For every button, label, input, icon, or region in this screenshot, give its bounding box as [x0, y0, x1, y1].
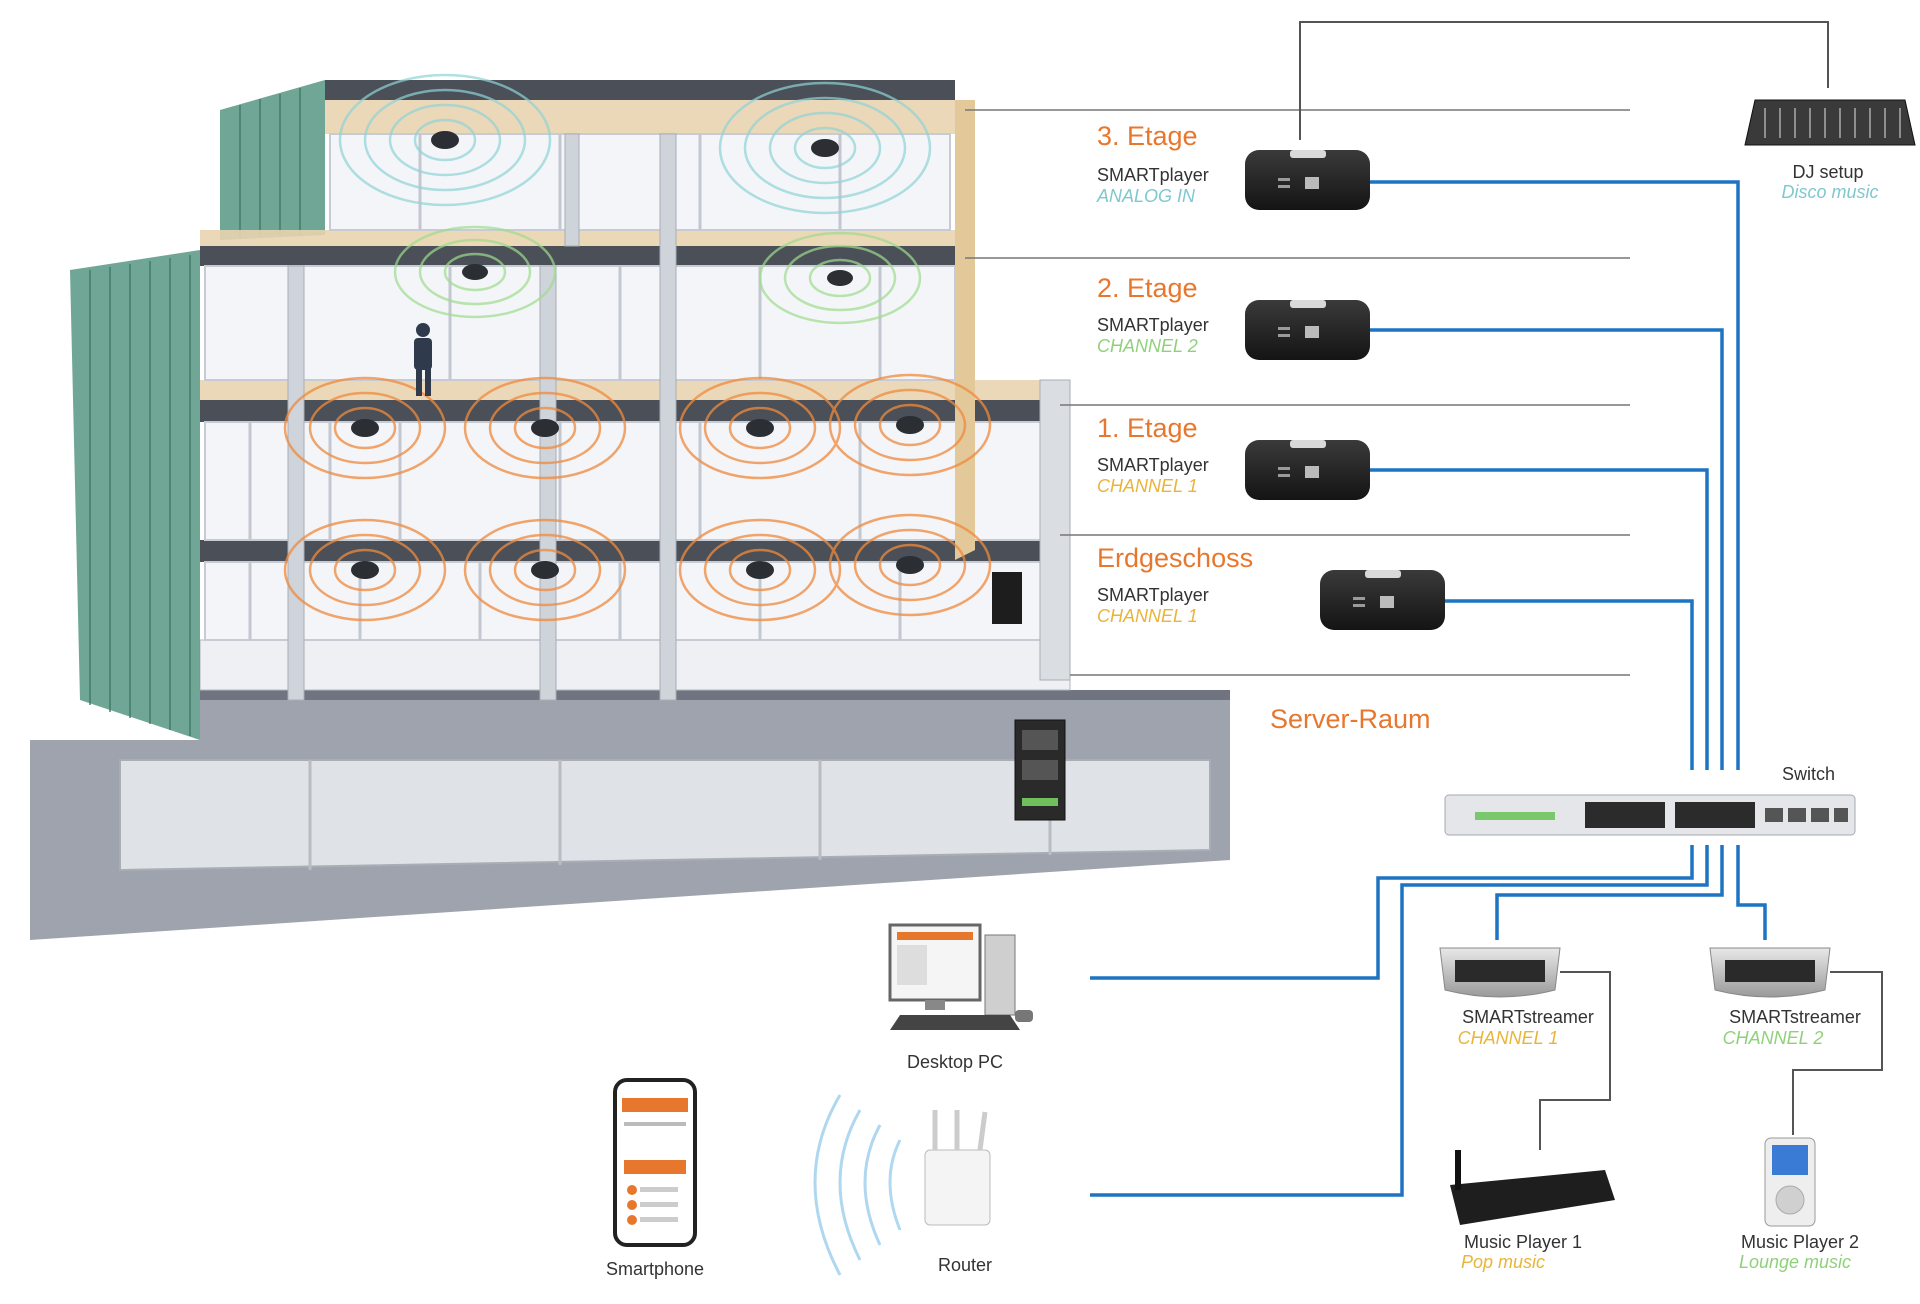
desktop-pc-label: Desktop PC: [907, 1052, 1003, 1072]
streamer-2-name: SMARTstreamer: [1729, 1007, 1861, 1027]
speaker-icon: [462, 264, 488, 280]
speaker-icon: [351, 561, 379, 579]
router-label: Router: [938, 1255, 992, 1275]
music-player-1-desc: Pop music: [1461, 1252, 1545, 1272]
speaker-waves-erdgeschoss: [283, 513, 992, 622]
svg-text:SMARTplayer: SMARTplayer: [1097, 315, 1209, 335]
streamer-icon: [1439, 947, 1561, 998]
svg-text:CHANNEL 2: CHANNEL 2: [1097, 336, 1198, 356]
speaker-icon: [531, 561, 559, 579]
server-rack-icon: [1014, 719, 1066, 821]
smartplayer-icon: [1245, 150, 1370, 210]
floor-label-erdgeschoss: Erdgeschoss SMARTplayer CHANNEL 1: [1097, 543, 1253, 626]
music-player-2-desc: Lounge music: [1739, 1252, 1851, 1272]
speaker-icon: [351, 419, 379, 437]
smartphone-icon: [613, 1078, 697, 1247]
speaker-waves-2-etage: [393, 225, 922, 325]
floor-label-2-etage: 2. Etage SMARTplayer CHANNEL 2: [1097, 273, 1209, 356]
green-facade-left: [70, 250, 200, 740]
smartplayer-icon: [1245, 440, 1370, 500]
desktop-pc-icon: [888, 923, 1033, 1030]
wall-speaker-icon: [992, 572, 1022, 624]
speaker-waves-1-etage: [283, 373, 992, 480]
floor-label-1-etage: 1. Etage SMARTplayer CHANNEL 1: [1097, 413, 1209, 496]
speaker-icon: [431, 131, 459, 149]
smartplayer-icon: [1320, 570, 1445, 630]
speaker-icon: [811, 139, 839, 157]
svg-text:2. Etage: 2. Etage: [1097, 273, 1198, 303]
svg-text:ANALOG IN: ANALOG IN: [1096, 186, 1196, 206]
music-player-icon: [1450, 1150, 1615, 1225]
building-cutaway: [30, 73, 1230, 940]
streamer-icon: [1709, 947, 1831, 998]
green-facade-top: [220, 80, 325, 240]
svg-text:SMARTplayer: SMARTplayer: [1097, 585, 1209, 605]
streamer-1-name: SMARTstreamer: [1462, 1007, 1594, 1027]
speaker-icon: [746, 419, 774, 437]
svg-text:CHANNEL 1: CHANNEL 1: [1097, 606, 1198, 626]
svg-text:1. Etage: 1. Etage: [1097, 413, 1198, 443]
smartphone-label: Smartphone: [606, 1259, 704, 1279]
server-room-label: Server-Raum: [1270, 704, 1431, 734]
speaker-icon: [531, 419, 559, 437]
smartplayer-icon: [1245, 300, 1370, 360]
network-switch-icon: [1444, 794, 1856, 836]
dj-setup-desc: Disco music: [1781, 182, 1878, 202]
audio-cables: [1299, 21, 1883, 1150]
speaker-icon: [896, 556, 924, 574]
router-icon: [813, 1094, 991, 1276]
speaker-icon: [746, 561, 774, 579]
music-player-1-name: Music Player 1: [1464, 1232, 1582, 1252]
svg-text:SMARTplayer: SMARTplayer: [1097, 165, 1209, 185]
dj-setup-label: DJ setup: [1792, 162, 1863, 182]
speaker-waves-3-etage: [338, 73, 932, 215]
svg-text:SMARTplayer: SMARTplayer: [1097, 455, 1209, 475]
mixer-icon: [1744, 99, 1916, 146]
ipod-icon: [1764, 1137, 1816, 1227]
speaker-icon: [827, 270, 853, 286]
floor-level-lines: [965, 109, 1630, 676]
speaker-icon: [896, 416, 924, 434]
basement-room: [119, 759, 1211, 872]
svg-text:CHANNEL 1: CHANNEL 1: [1097, 476, 1198, 496]
ethernet-cables: [1090, 180, 1767, 1197]
streamer-2-channel: CHANNEL 2: [1723, 1028, 1824, 1048]
floor-label-3-etage: 3. Etage SMARTplayer ANALOG IN: [1096, 121, 1209, 206]
streamer-1-channel: CHANNEL 1: [1458, 1028, 1559, 1048]
person-icon: [414, 323, 432, 396]
svg-text:Erdgeschoss: Erdgeschoss: [1097, 543, 1253, 573]
switch-label: Switch: [1782, 764, 1835, 784]
svg-text:3. Etage: 3. Etage: [1097, 121, 1198, 151]
music-player-2-name: Music Player 2: [1741, 1232, 1859, 1252]
